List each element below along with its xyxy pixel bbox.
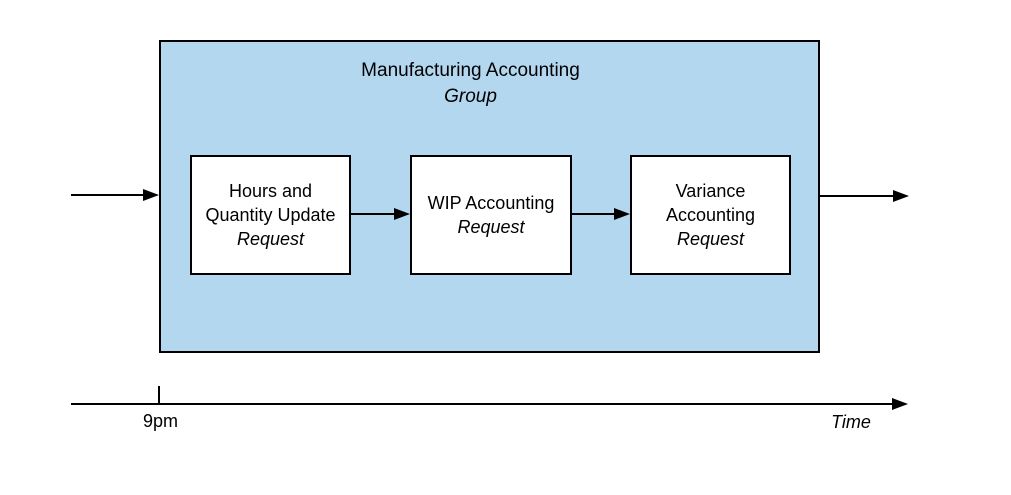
connector-node2-node3-line [572,213,616,215]
connector-node2-node3-arrowhead-icon [614,208,630,220]
node-label-line: Accounting [665,205,756,225]
node-label-line: Variance [675,181,746,201]
timeline-tick-label: 9pm [142,411,178,431]
connector-outbound-arrowhead-icon [893,190,909,202]
node-label-line: Hours and [228,181,313,201]
timeline-arrowhead-icon [892,398,908,410]
timeline-axis-label: Time [831,412,871,432]
node-type-label: Request [676,229,745,249]
node-label-line: WIP Accounting [427,193,555,213]
group-title: Manufacturing Accounting Group [140,58,801,110]
node-label-line: Quantity Update [205,205,336,225]
connector-outbound-line [819,195,894,197]
connector-inbound-line [71,194,145,196]
group-title-text: Manufacturing Accounting [361,60,580,81]
group-subtitle-text: Group [444,86,497,107]
node-wip-accounting-request: WIP Accounting Request [410,155,572,275]
connector-node1-node2-line [350,213,396,215]
node-variance-accounting-request: Variance Accounting Request [630,155,791,275]
timeline-tick-9pm [158,386,160,404]
connector-inbound-arrowhead-icon [143,189,159,201]
connector-node1-node2-arrowhead-icon [394,208,410,220]
node-type-label: Request [457,217,525,237]
timeline-axis-line [71,403,893,405]
node-type-label: Request [236,229,305,249]
node-hours-quantity-update-request: Hours and Quantity Update Request [190,155,351,275]
